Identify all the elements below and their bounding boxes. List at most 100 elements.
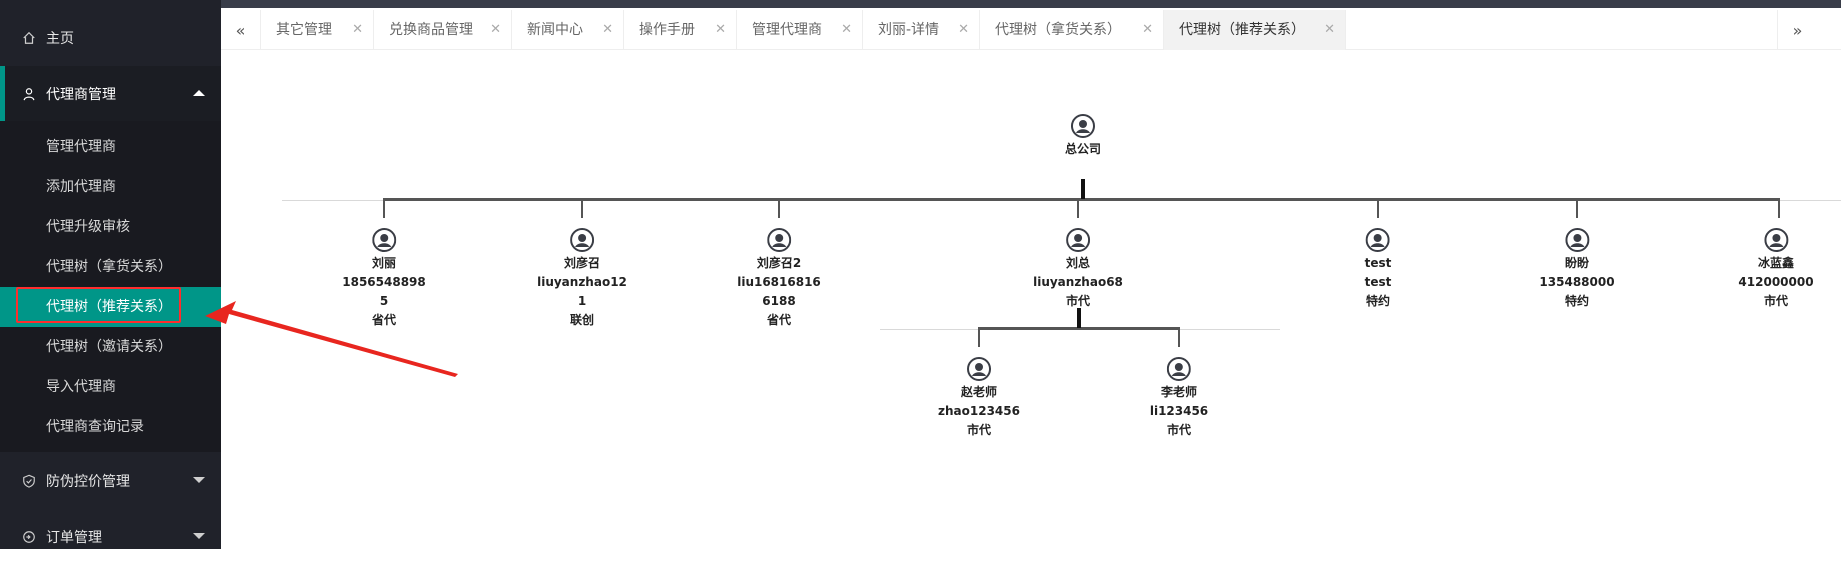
tab-manage-agents[interactable]: 管理代理商✕	[737, 10, 863, 50]
root-vertical-connector	[1081, 179, 1085, 199]
chevron-down-icon	[193, 477, 205, 483]
node-level: 特约	[1365, 294, 1391, 308]
sidebar-item-upgrade-review[interactable]: 代理升级审核	[0, 207, 221, 247]
nav-order-label: 订单管理	[46, 530, 102, 546]
tree-node[interactable]: 赵老师 zhao123456 市代	[938, 357, 1020, 440]
sidebar-item-label: 导入代理商	[46, 379, 116, 395]
child-connector	[778, 198, 780, 218]
node-level: 省代	[766, 313, 792, 327]
nav-anticounterfeit-label: 防伪控价管理	[46, 474, 130, 490]
close-icon[interactable]: ✕	[602, 22, 613, 37]
sidebar-item-tree-purchase[interactable]: 代理树（拿货关系）	[0, 247, 221, 287]
sidebar-item-label: 添加代理商	[46, 179, 116, 195]
chevron-down-icon	[193, 533, 205, 539]
node-account-cont: 6188	[762, 294, 796, 308]
nav-order-management[interactable]: 订单管理	[0, 509, 221, 565]
node-level: 特约	[1564, 294, 1589, 308]
node-account: 1856548898	[342, 275, 426, 289]
sidebar-item-tree-referral[interactable]: 代理树（推荐关系）	[0, 287, 221, 327]
tree-node[interactable]: 刘彦召 liuyanzhao12 1 联创	[537, 228, 627, 330]
sidebar-item-query-records[interactable]: 代理商查询记录	[0, 407, 221, 447]
node-account: zhao123456	[938, 404, 1020, 418]
child-connector	[581, 198, 583, 218]
close-icon[interactable]: ✕	[958, 22, 969, 37]
node-level: 市代	[1166, 423, 1192, 437]
tab-manual[interactable]: 操作手册✕	[624, 10, 737, 50]
tabs-row: « 其它管理✕ 兑换商品管理 ✕ 新闻中心 ✕ 操作手册✕ 管理代理商✕ 刘丽-详情…	[221, 10, 1841, 50]
node-account: test	[1364, 275, 1392, 289]
tab-tree-referral[interactable]: 代理树（推荐关系）✕	[1164, 10, 1346, 50]
node-name: 冰蓝鑫	[1757, 256, 1794, 270]
tab-other-management[interactable]: 其它管理✕	[261, 10, 374, 50]
person-avatar-icon	[1764, 228, 1788, 252]
tree-node[interactable]: 盼盼 135488000 特约	[1539, 228, 1615, 311]
sidebar-item-label: 管理代理商	[46, 139, 116, 155]
order-icon	[20, 528, 38, 546]
node-level: 省代	[371, 313, 396, 327]
close-icon[interactable]: ✕	[490, 22, 501, 37]
nav-agent-management[interactable]: 代理商管理	[0, 66, 221, 122]
tab-label: 新闻中心	[527, 22, 583, 38]
nav-anticounterfeit-management[interactable]: 防伪控价管理	[0, 453, 221, 509]
sub-vertical-connector	[1077, 308, 1081, 328]
tree-node[interactable]: 刘总 liuyanzhao68 市代	[1033, 228, 1123, 311]
tab-exchange-products[interactable]: 兑换商品管理 ✕	[374, 10, 512, 50]
tab-news-center[interactable]: 新闻中心 ✕	[512, 10, 624, 50]
tree-node[interactable]: test test 特约	[1364, 228, 1392, 311]
node-name: 刘丽	[371, 256, 396, 270]
node-account-cont: 5	[379, 294, 389, 308]
tree-node[interactable]: 刘丽 1856548898 5 省代	[342, 228, 426, 330]
agent-submenu: 管理代理商 添加代理商 代理升级审核 代理树（拿货关系） 代理树（推荐关系） 代…	[0, 121, 221, 452]
sidebar-item-label: 代理树（邀请关系）	[46, 339, 172, 355]
child-connector	[1077, 198, 1079, 218]
child-connector	[1778, 198, 1780, 218]
close-icon[interactable]: ✕	[1142, 22, 1153, 37]
tree-node[interactable]: 李老师 li123456 市代	[1150, 357, 1208, 440]
shield-check-icon	[20, 472, 38, 490]
close-icon[interactable]: ✕	[352, 22, 363, 37]
nav-agent-management-label: 代理商管理	[46, 87, 116, 103]
nav-home-label: 主页	[46, 31, 74, 47]
node-account: 135488000	[1539, 275, 1615, 289]
child-connector	[1377, 198, 1379, 218]
user-icon	[20, 85, 38, 103]
person-avatar-icon	[967, 357, 991, 381]
sidebar-item-tree-invite[interactable]: 代理树（邀请关系）	[0, 327, 221, 367]
tree-node-root[interactable]: 总公司	[1065, 114, 1101, 159]
tab-scroll-left-button[interactable]: «	[221, 10, 261, 50]
sidebar-item-manage-agents[interactable]: 管理代理商	[0, 127, 221, 167]
sidebar-item-import-agents[interactable]: 导入代理商	[0, 367, 221, 407]
node-level: 联创	[569, 313, 594, 327]
node-account: liu16816816	[737, 275, 821, 289]
node-account-cont: 1	[577, 294, 587, 308]
tab-tree-purchase[interactable]: 代理树（拿货关系）✕	[980, 10, 1164, 50]
node-level: 市代	[1065, 294, 1090, 308]
home-icon	[20, 29, 38, 47]
active-accent-bar	[0, 66, 5, 122]
chevron-up-icon	[193, 90, 205, 96]
node-name: 刘总	[1065, 256, 1090, 270]
node-account: li123456	[1149, 404, 1209, 418]
tree-node[interactable]: 刘彦召2 liu16816816 6188 省代	[737, 228, 821, 330]
sidebar-item-label: 代理树（推荐关系）	[46, 299, 172, 315]
node-level: 市代	[1763, 294, 1788, 308]
close-icon[interactable]: ✕	[841, 22, 852, 37]
tab-label: 兑换商品管理	[389, 22, 473, 38]
node-name: 刘彦召	[563, 256, 600, 270]
double-chevron-left-icon: «	[235, 20, 246, 40]
tab-liuli-detail[interactable]: 刘丽-详情✕	[863, 10, 980, 50]
nav-home[interactable]: 主页	[0, 10, 221, 66]
person-avatar-icon	[1565, 228, 1589, 252]
person-avatar-icon	[1166, 357, 1191, 381]
sidebar-item-add-agent[interactable]: 添加代理商	[0, 167, 221, 207]
close-icon[interactable]: ✕	[715, 22, 726, 37]
sub-horizontal-connector	[978, 327, 1180, 330]
close-icon[interactable]: ✕	[1324, 22, 1335, 37]
node-level: 市代	[966, 423, 991, 437]
tab-scroll-right-button[interactable]: »	[1777, 10, 1817, 50]
tree-node[interactable]: 冰蓝鑫 412000000 市代	[1738, 228, 1814, 311]
tab-bar-background	[221, 0, 1841, 52]
node-name: 刘彦召2	[756, 256, 802, 270]
node-account: liuyanzhao12	[537, 275, 627, 289]
person-avatar-icon	[766, 228, 791, 252]
